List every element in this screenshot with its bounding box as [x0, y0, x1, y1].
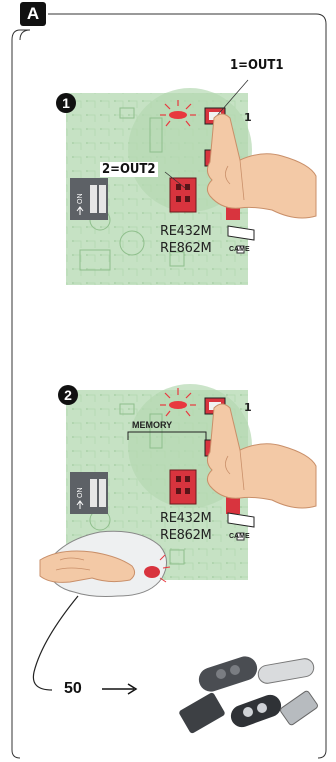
section-badge: A	[20, 2, 46, 26]
button-number: 1	[244, 111, 251, 124]
model-label-re432m: RE432M	[160, 511, 211, 526]
model-label-re862m: RE862M	[160, 241, 211, 256]
model-label-re432m: RE432M	[160, 224, 211, 239]
callout-out2: 2=OUT2	[100, 162, 158, 177]
connector-curve	[33, 596, 78, 690]
svg-text:ON: ON	[77, 194, 84, 205]
button-number: 1	[244, 401, 251, 414]
remote-transmitters	[178, 653, 318, 734]
memory-label: MEMORY	[132, 420, 172, 430]
brand-label: CAME	[229, 533, 250, 540]
section-frame	[20, 30, 30, 40]
brand-label: CAME	[229, 246, 250, 253]
model-label-re862m: RE862M	[160, 528, 211, 543]
step-number: 1	[56, 93, 76, 113]
hand-with-transmitter	[40, 531, 170, 596]
step-number: 2	[58, 385, 78, 405]
transmitter-count: 50	[64, 680, 82, 698]
svg-text:ON: ON	[77, 488, 84, 499]
arrow-icon	[102, 684, 136, 694]
callout-out1: 1=OUT1	[228, 58, 286, 73]
